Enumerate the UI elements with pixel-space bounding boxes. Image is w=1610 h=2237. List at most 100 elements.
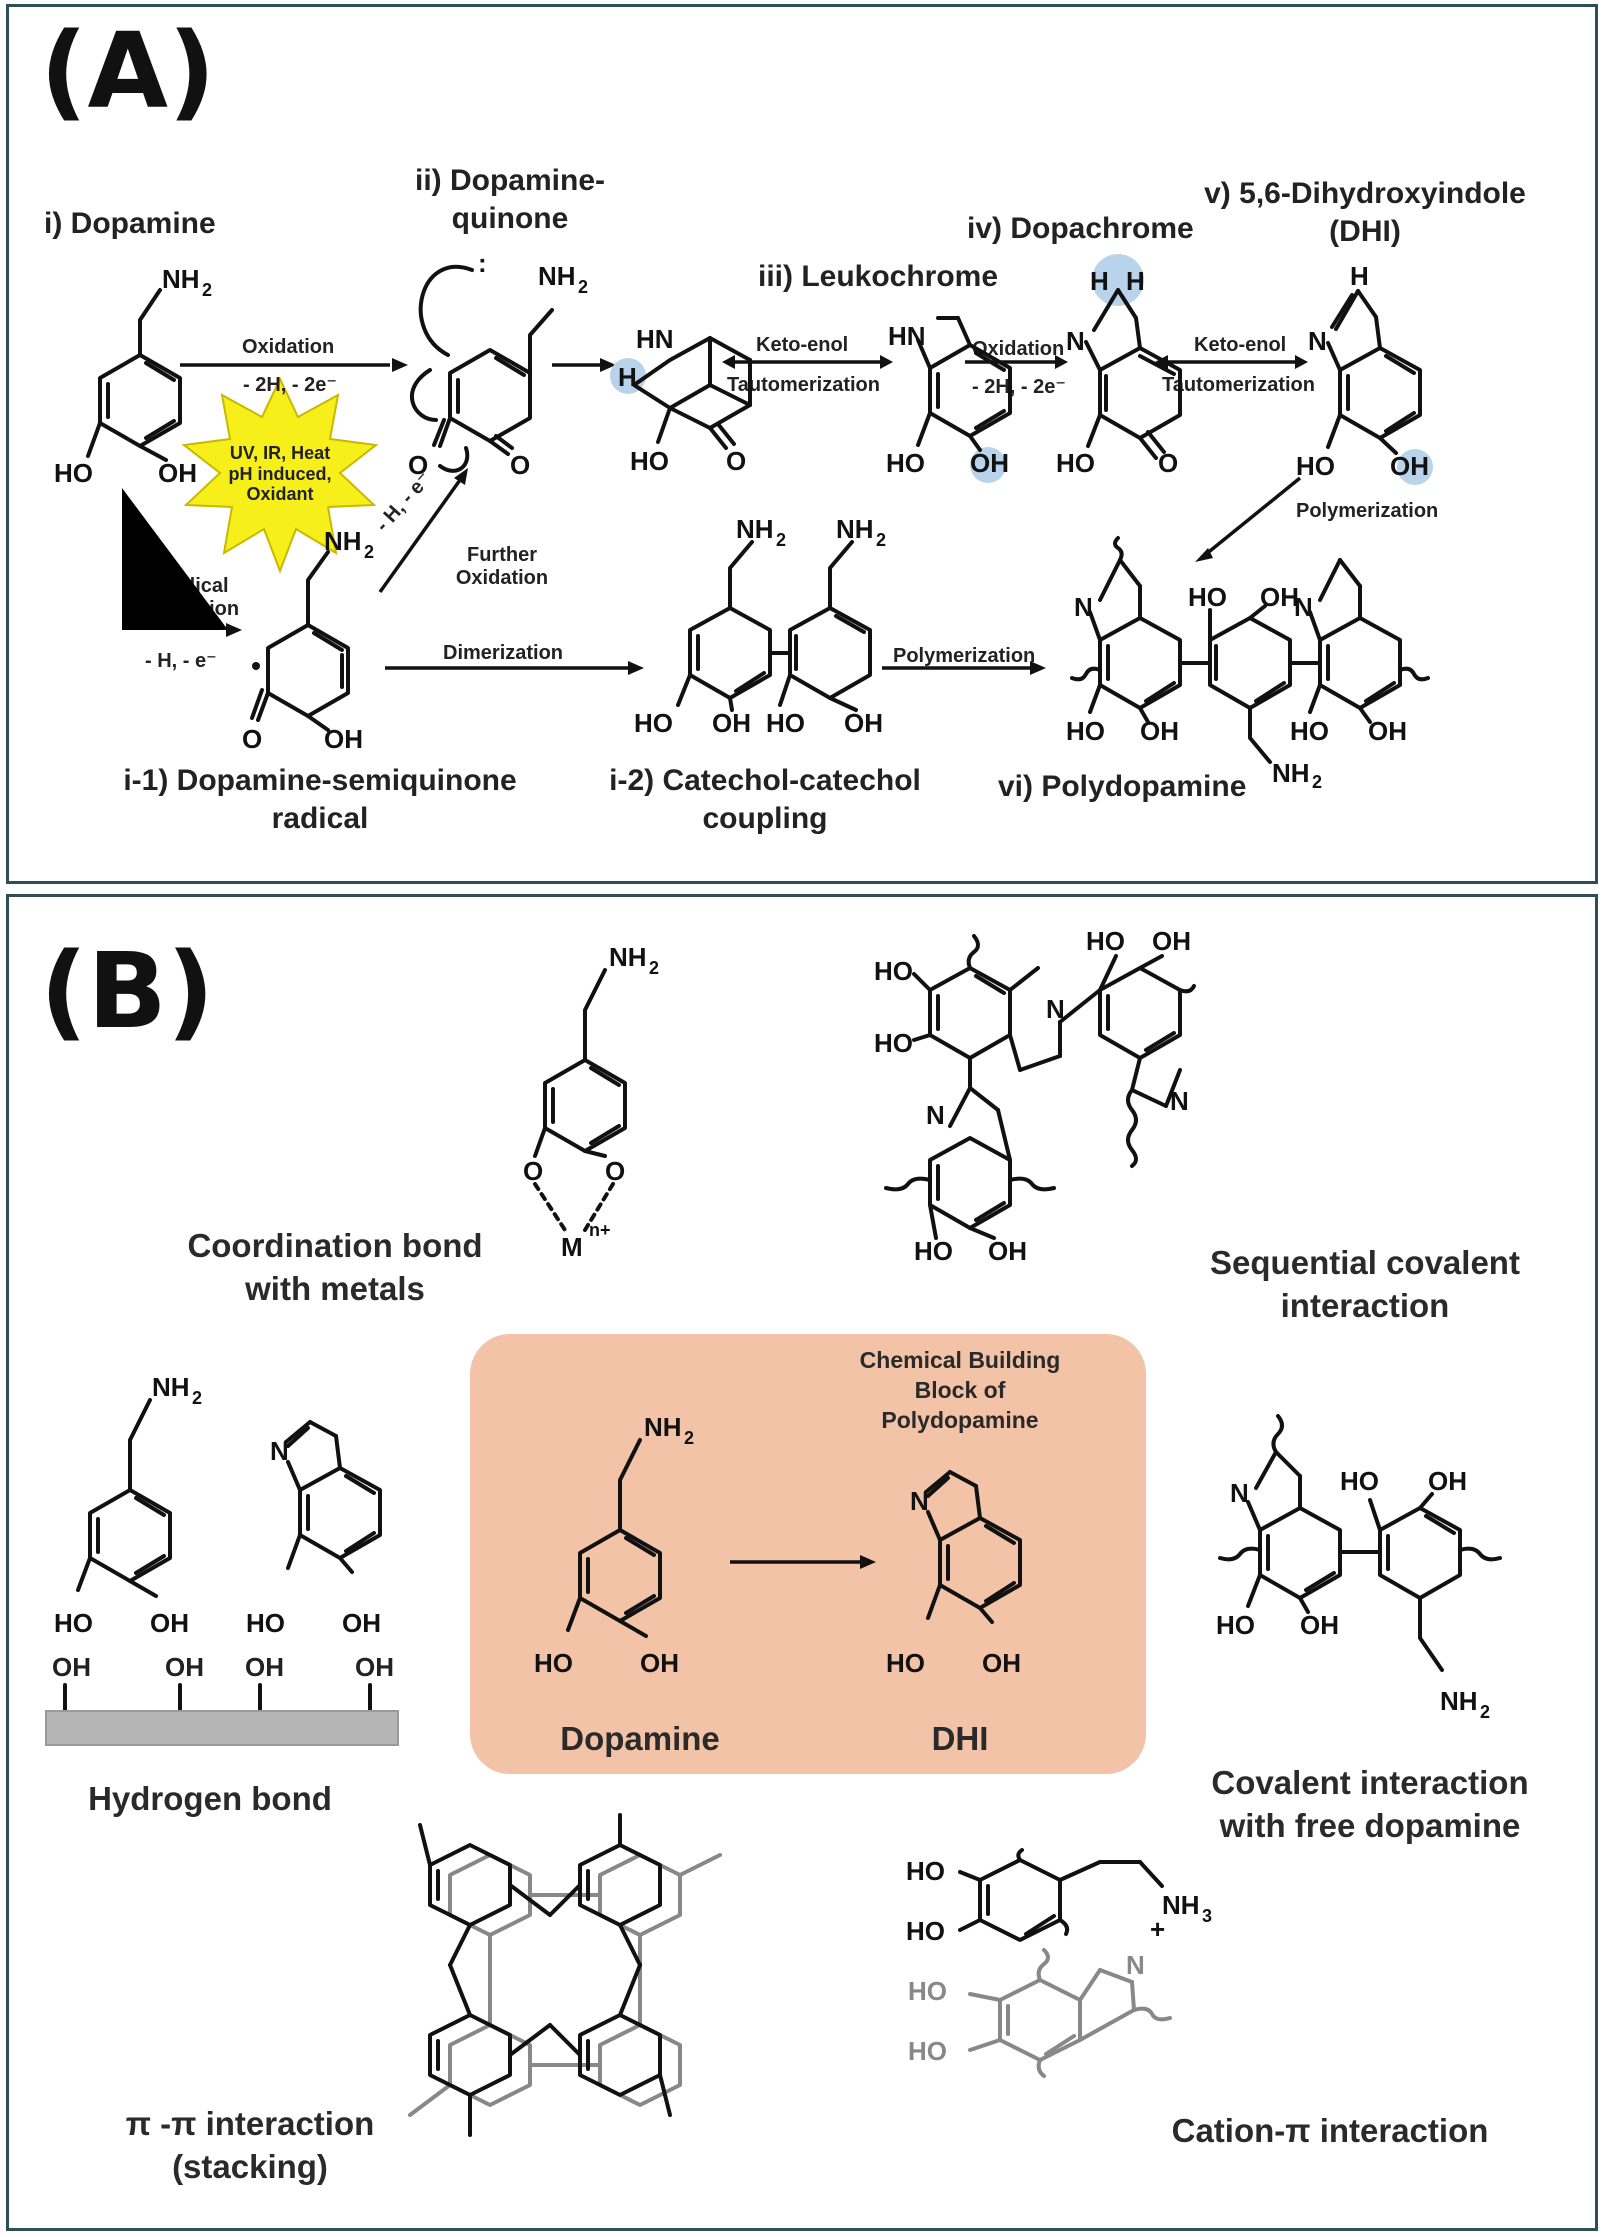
svg-text:NH: NH <box>644 1412 682 1442</box>
svg-text:N: N <box>270 1436 289 1466</box>
panel-b-letter: (B) <box>40 930 215 1052</box>
caption-covalent-free-1: Covalent interaction <box>1211 1764 1529 1801</box>
svg-text:NH: NH <box>152 1372 190 1402</box>
svg-text:HO: HO <box>534 1648 573 1678</box>
svg-text:HO: HO <box>634 708 673 738</box>
caption-pi-pi-1: π -π interaction <box>125 2105 375 2142</box>
cond-polymerization1: Polymerization <box>1296 500 1439 522</box>
svg-text:OH: OH <box>324 724 363 754</box>
caption-sequential-1: Sequential covalent <box>1210 1244 1520 1281</box>
svg-text:O: O <box>1158 448 1178 478</box>
svg-text:NH: NH <box>609 942 647 972</box>
svg-text:HO: HO <box>874 956 913 986</box>
svg-text:NH: NH <box>1272 758 1310 788</box>
svg-text:NH: NH <box>162 264 200 294</box>
label-dopamine: i) Dopamine <box>44 207 216 240</box>
svg-text:2: 2 <box>1480 1702 1490 1722</box>
svg-text:HO: HO <box>246 1608 285 1638</box>
svg-text:HO: HO <box>1340 1466 1379 1496</box>
cond-further-ox: Further Oxidation <box>432 544 572 590</box>
caption-coordination-2: with metals <box>245 1269 425 1307</box>
label-quinone-line1: ii) Dopamine- <box>414 164 605 197</box>
arrow-cyclization-head <box>600 358 616 372</box>
svg-text:OH: OH <box>1368 716 1407 746</box>
svg-text:NH: NH <box>538 261 576 291</box>
svg-text:2: 2 <box>776 530 786 550</box>
svg-text:N: N <box>1126 1950 1145 1980</box>
svg-text:OH: OH <box>1300 1610 1339 1640</box>
svg-text:HN: HN <box>636 324 674 354</box>
svg-text:H: H <box>1090 266 1109 296</box>
svg-text:O: O <box>242 724 262 754</box>
label-polydopamine: vi) Polydopamine <box>998 770 1247 803</box>
label-dhi-line1: v) 5,6-Dihydroxyindole <box>1204 177 1526 210</box>
burst-line2: pH induced, <box>228 463 332 484</box>
svg-text:HO: HO <box>630 446 669 476</box>
svg-text:+: + <box>1150 1914 1165 1944</box>
svg-text:OH: OH <box>1260 582 1299 612</box>
svg-text:OH: OH <box>1140 716 1179 746</box>
svg-text:2: 2 <box>578 277 588 297</box>
label-semiquinone: i-1) Dopamine-semiquinone radical <box>100 762 540 837</box>
svg-text:NH: NH <box>736 514 774 544</box>
caption-sequential-2: interaction <box>1280 1286 1450 1324</box>
svg-text:H: H <box>1350 261 1369 291</box>
surface-oh-1: OH <box>52 1652 91 1682</box>
arrow-dimerization-head <box>628 661 644 675</box>
caption-pi-pi-2: (stacking) <box>172 2147 328 2185</box>
arrow-polymerization1 <box>1203 476 1302 557</box>
mol-pi-stacking <box>408 1813 722 2137</box>
surface-oh-2: OH <box>165 1652 204 1682</box>
svg-text:2: 2 <box>684 1428 694 1448</box>
arrow-polymerization1-head <box>1195 548 1213 562</box>
label-quinone-line2: quinone <box>451 201 569 235</box>
surface-oh-3: OH <box>245 1652 284 1682</box>
center-title-line3: Polydopamine <box>881 1406 1039 1433</box>
svg-text:OH: OH <box>158 458 197 488</box>
svg-text:N: N <box>1170 1086 1189 1116</box>
label-leukochrome: iii) Leukochrome <box>758 260 999 293</box>
svg-text:OH: OH <box>844 708 883 738</box>
label-coupling-line2: coupling <box>702 801 828 835</box>
svg-text:HO: HO <box>1066 716 1105 746</box>
cond-keto-enol2: Keto-enol <box>1194 334 1287 356</box>
caption-hydrogen: Hydrogen bond <box>88 1780 332 1817</box>
svg-text:N: N <box>1294 592 1313 622</box>
svg-text:HO: HO <box>1188 582 1227 612</box>
cond-further-1: Further <box>467 544 537 566</box>
arrow-radical-head <box>226 623 242 637</box>
label-quinone: ii) Dopamine- quinone <box>410 162 610 237</box>
label-dhi-line2: (DHI) <box>1329 214 1401 248</box>
svg-text:HO: HO <box>54 458 93 488</box>
svg-text:N: N <box>926 1100 945 1130</box>
svg-text:N: N <box>1230 1478 1249 1508</box>
cond-minus-2h-2: - 2H, - 2e⁻ <box>972 376 1066 398</box>
panel-a-letter: (A) <box>40 10 216 132</box>
svg-text:2: 2 <box>364 542 374 562</box>
svg-text:O: O <box>523 1156 543 1186</box>
arrow-further-ox-head <box>454 468 468 485</box>
conditions-burst <box>181 376 379 574</box>
svg-text:2: 2 <box>1312 772 1322 792</box>
svg-text:N: N <box>910 1486 929 1516</box>
svg-text:HO: HO <box>1086 926 1125 956</box>
svg-text:HO: HO <box>1056 448 1095 478</box>
arrow-oxidation2-head <box>1055 355 1068 369</box>
svg-text:H: H <box>1126 266 1145 296</box>
burst-line1: UV, IR, Heat <box>229 443 331 463</box>
svg-text:OH: OH <box>712 708 751 738</box>
arrow-ketoenol1-headR <box>880 355 893 369</box>
caption-covalent-free-2: with free dopamine <box>1219 1806 1521 1844</box>
pi-stack-black-layer <box>418 1813 672 2137</box>
svg-text:OH: OH <box>982 1648 1021 1678</box>
caption-cation-pi: Cation-π interaction <box>1171 2112 1489 2149</box>
svg-text:HO: HO <box>906 1916 945 1946</box>
cond-polymerization2: Polymerization <box>893 645 1036 667</box>
arrow-oxidation-head <box>392 358 408 372</box>
svg-text:HO: HO <box>908 1976 947 2006</box>
